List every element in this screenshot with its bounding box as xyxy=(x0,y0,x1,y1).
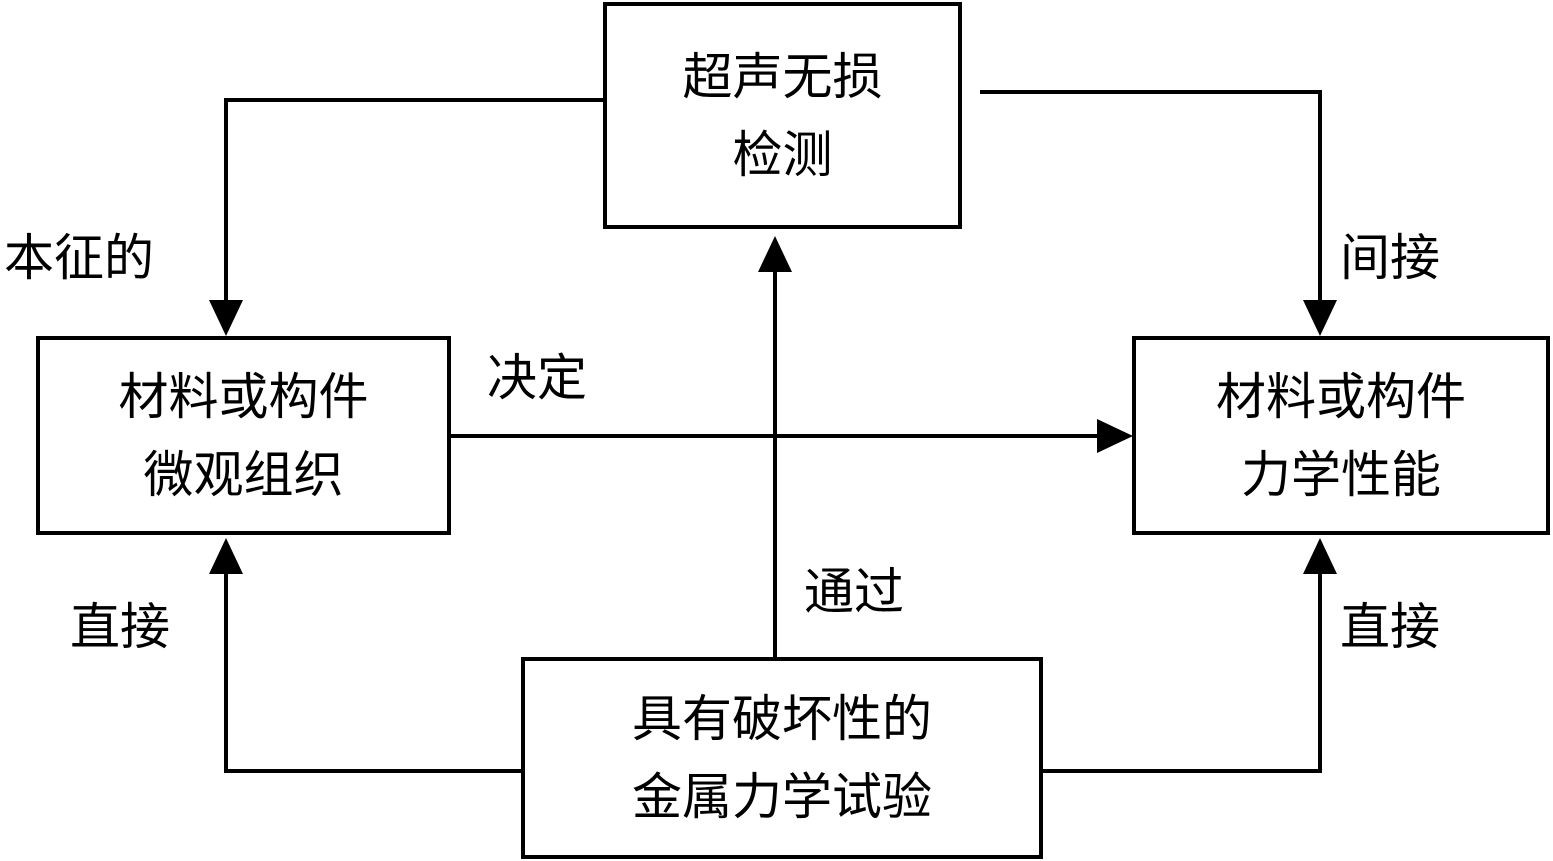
arrowhead-into-ultrasonic-bottom xyxy=(758,236,792,272)
arrowhead-into-mechanical-top xyxy=(1303,300,1337,336)
node-destructive-testing: 具有破坏性的 金属力学试验 xyxy=(521,657,1043,859)
arrowhead-into-microstructure-bottom xyxy=(209,538,243,574)
arrowhead-into-mechanical-bottom xyxy=(1303,538,1337,574)
edge-label-indirect: 间接 xyxy=(1340,229,1440,287)
node-destructive-line1: 具有破坏性的 xyxy=(632,690,932,748)
node-ultrasonic-line2: 检测 xyxy=(732,125,833,184)
edge-label-intrinsic: 本征的 xyxy=(4,229,154,287)
arrowhead-into-mechanical-left xyxy=(1097,419,1133,453)
node-mechanical-properties: 材料或构件 力学性能 xyxy=(1132,336,1550,535)
node-mechanical-line2: 力学性能 xyxy=(1241,445,1441,504)
node-ultrasonic-testing: 超声无损 检测 xyxy=(603,2,962,229)
edge-label-direct-right: 直接 xyxy=(1340,598,1440,656)
node-destructive-line2: 金属力学试验 xyxy=(632,768,932,826)
edge-destructive-to-mechanical xyxy=(1043,570,1322,773)
node-mechanical-line1: 材料或构件 xyxy=(1216,367,1466,426)
node-microstructure: 材料或构件 微观组织 xyxy=(36,336,451,535)
node-microstructure-line1: 材料或构件 xyxy=(118,367,369,426)
node-microstructure-line2: 微观组织 xyxy=(143,445,344,504)
edge-ultrasonic-to-microstructure xyxy=(224,98,603,300)
edge-label-direct-left: 直接 xyxy=(70,598,170,656)
node-ultrasonic-line1: 超声无损 xyxy=(682,47,883,106)
edge-label-determines: 决定 xyxy=(487,349,587,407)
arrowhead-into-microstructure-top xyxy=(209,300,243,336)
edge-ultrasonic-to-mechanical xyxy=(980,90,1322,300)
edge-label-via: 通过 xyxy=(804,563,904,621)
edge-destructive-to-microstructure xyxy=(224,570,521,773)
